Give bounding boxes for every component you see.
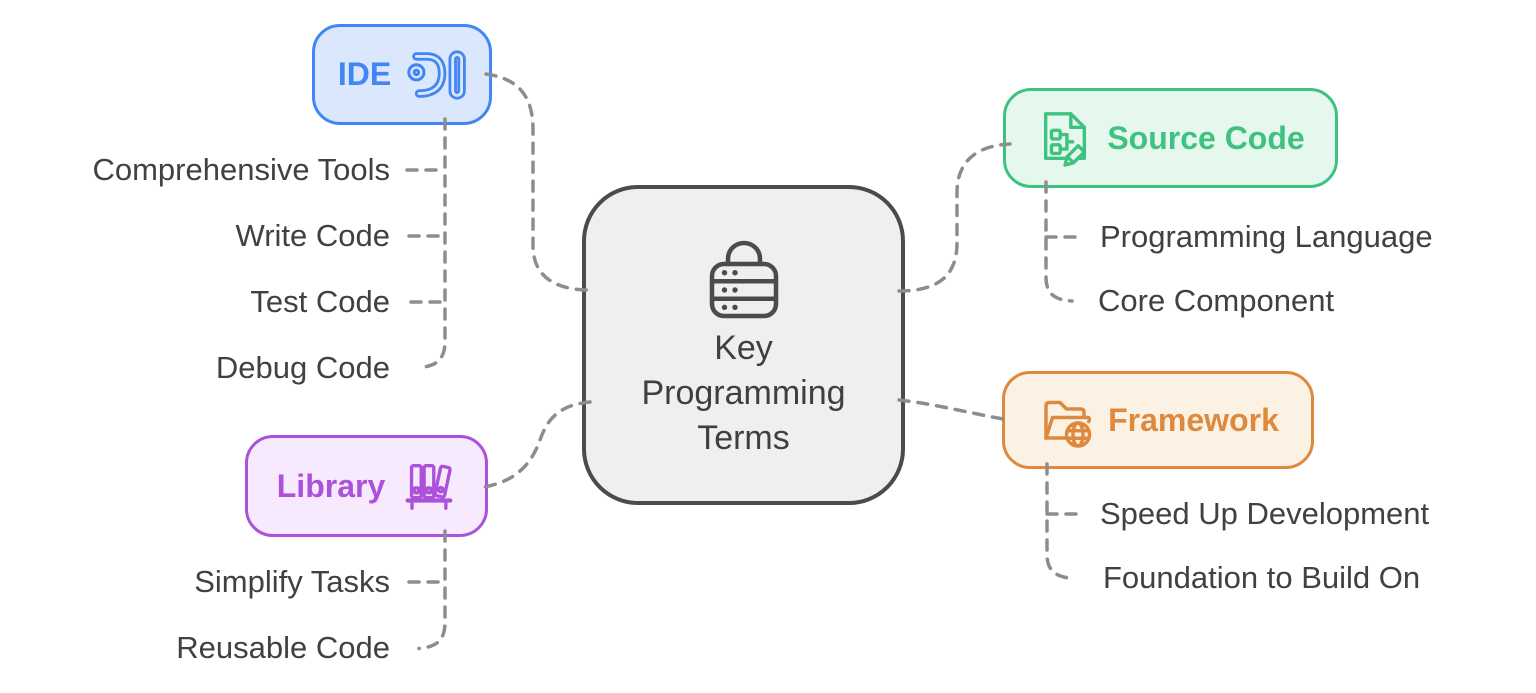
leaf-write-code: Write Code <box>235 218 391 253</box>
connector-framework-children-trunk <box>1045 462 1075 581</box>
connector-ide-to-center <box>484 72 592 292</box>
center-label-line1: Key <box>714 328 773 367</box>
source-code-node-label: Source Code <box>1107 119 1305 156</box>
intellij-ide-icon <box>407 49 466 100</box>
server-lock-icon <box>709 240 778 318</box>
library-node-label: Library <box>276 467 386 504</box>
center-label-line3: Terms <box>697 418 790 457</box>
connector-ide-children-trunk <box>418 117 447 370</box>
connector-center-to-library <box>482 400 592 489</box>
center-label-line2: Programming <box>641 373 846 412</box>
folder-globe-icon <box>1044 400 1092 448</box>
leaf-debug-code: Debug Code <box>215 350 390 385</box>
document-pencil-icon <box>1044 112 1087 167</box>
leaf-foundation-to-build-on: Foundation to Build On <box>1103 560 1421 595</box>
branch-node-ide: IDE <box>312 24 492 125</box>
center-node-label: Key Programming Terms <box>641 326 845 461</box>
leaf-reusable-code: Reusable Code <box>176 630 390 665</box>
ide-node-label: IDE <box>337 56 392 92</box>
leaf-comprehensive-tools: Comprehensive Tools <box>92 152 390 187</box>
branch-node-library: Library <box>245 435 488 537</box>
branch-node-source-code: Source Code <box>1003 88 1338 188</box>
leaf-programming-language: Programming Language <box>1100 219 1433 254</box>
connector-center-to-framework <box>897 398 1011 422</box>
leaf-simplify-tasks: Simplify Tasks <box>194 564 390 599</box>
connector-center-to-source-code <box>897 142 1012 293</box>
leaf-speed-up-development: Speed Up Development <box>1100 496 1430 531</box>
leaf-core-component: Core Component <box>1098 283 1335 318</box>
branch-node-framework: Framework <box>1002 371 1314 469</box>
connector-source-code-children-trunk <box>1044 180 1074 303</box>
connector-library-children-trunk <box>417 529 447 651</box>
bookshelf-icon <box>405 464 453 510</box>
framework-node-label: Framework <box>1108 401 1279 438</box>
center-node: Key Programming Terms <box>582 185 905 505</box>
leaf-test-code: Test Code <box>250 284 390 319</box>
